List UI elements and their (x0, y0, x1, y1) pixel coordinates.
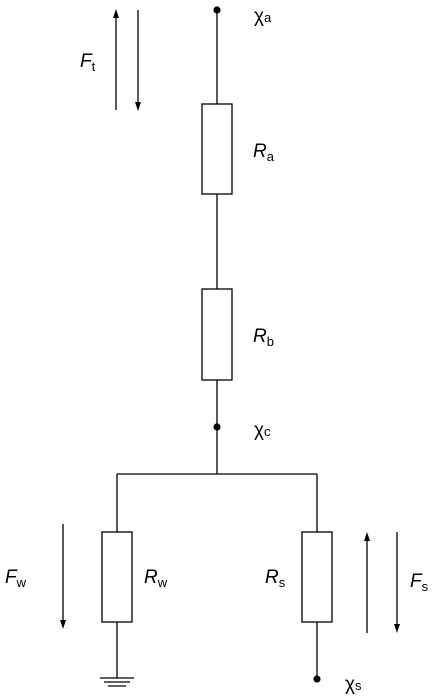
resistor-rs (301, 531, 333, 623)
label-chi-c: χc (254, 420, 271, 441)
node-chi-s (313, 675, 321, 683)
label-fw: Fw (5, 567, 27, 590)
flux-s-arrows (364, 532, 400, 633)
label-rs: Rs (265, 567, 286, 590)
node-chi-c (213, 423, 221, 431)
label-ft: Ft (80, 51, 96, 74)
resistor-rb (201, 288, 233, 381)
resistor-ra (201, 103, 233, 195)
flux-t-arrows (113, 9, 141, 111)
label-rb: Rb (253, 326, 274, 349)
label-rw: Rw (144, 567, 168, 590)
label-ra: Ra (253, 141, 275, 164)
ground-icon (100, 677, 134, 687)
node-chi-a (213, 6, 221, 14)
resistor-rw (101, 531, 133, 623)
flux-w-arrow (60, 524, 66, 629)
label-fs: Fs (410, 571, 429, 594)
label-chi-s: χs (345, 674, 362, 695)
label-chi-a: χa (254, 6, 272, 27)
